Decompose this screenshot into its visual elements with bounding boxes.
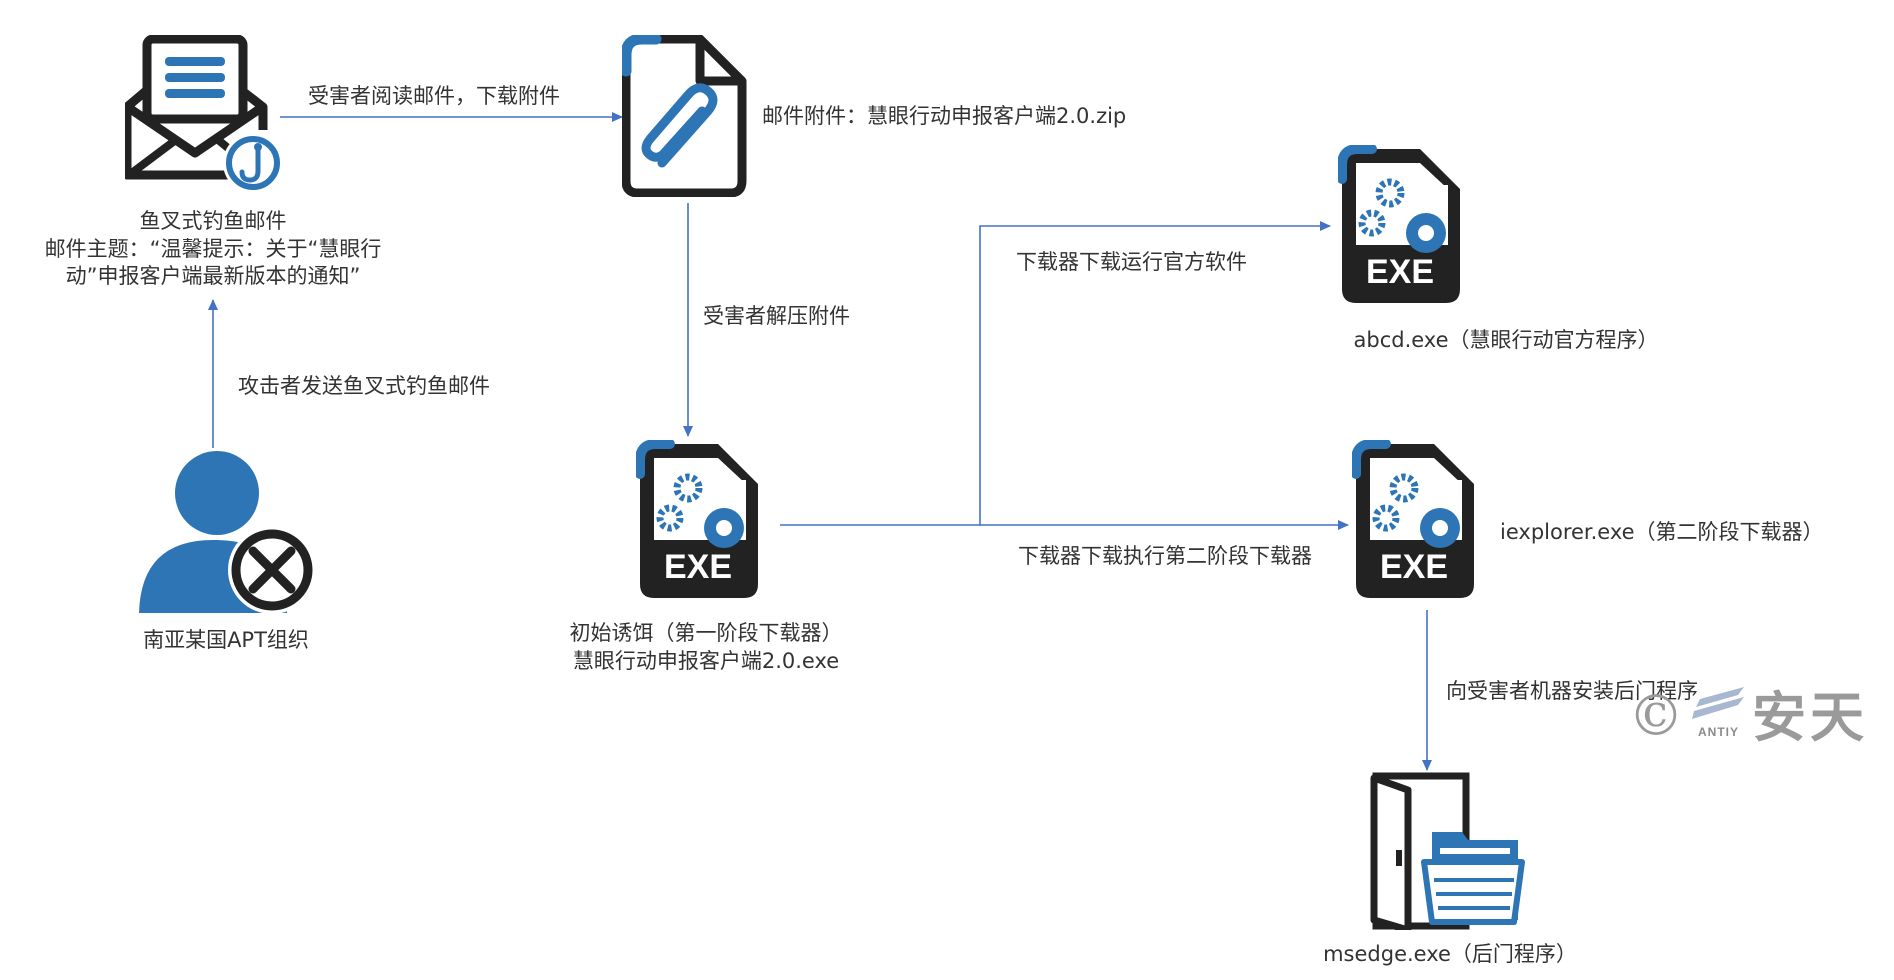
abcd-exe-icon: EXE (1338, 145, 1460, 303)
edge-label-send-phish: 攻击者发送鱼叉式钓鱼邮件 (238, 374, 490, 398)
phishing-email-icon (125, 35, 283, 193)
attacker-label: 南亚某国APT组织 (143, 628, 309, 652)
edge-label-install-backdoor: 向受害者机器安装后门程序 (1446, 679, 1698, 703)
backdoor-door-folder-icon (1370, 772, 1525, 930)
antiy-logo-icon (1692, 687, 1744, 719)
decoy-label-line-2: 慧眼行动申报客户端2.0.exe (572, 649, 840, 673)
attachment-label: 邮件附件：慧眼行动申报客户端2.0.zip (762, 104, 1127, 128)
email-title: 鱼叉式钓鱼邮件 (139, 209, 287, 233)
email-subject-line-1: 邮件主题：“温馨提示：关于“慧眼行 (44, 237, 382, 261)
decoy-exe-badge: EXE (664, 548, 732, 586)
antiy-sub: ANTIY (1698, 725, 1739, 739)
attachment-icon (622, 35, 747, 197)
arrow-decoy-to-abcd (780, 221, 1331, 526)
antiy-brand: 安天 (1752, 686, 1868, 749)
email-subject-line-2: 动”申报客户端最新版本的通知” (65, 264, 361, 288)
iexplorer-exe-badge: EXE (1380, 548, 1448, 586)
abcd-exe-badge: EXE (1366, 253, 1434, 291)
edge-label-read-download: 受害者阅读邮件，下载附件 (308, 84, 560, 108)
edge-label-run-stage2: 下载器下载执行第二阶段下载器 (1018, 544, 1312, 568)
decoy-label-line-1: 初始诱饵（第一阶段下载器） (569, 621, 843, 645)
iexplorer-exe-icon: EXE (1352, 440, 1474, 598)
msedge-label: msedge.exe（后门程序） (1323, 942, 1577, 966)
abcd-label: abcd.exe（慧眼行动官方程序） (1353, 328, 1659, 352)
iexplorer-label: iexplorer.exe（第二阶段下载器） (1500, 520, 1824, 544)
edge-label-unzip: 受害者解压附件 (703, 304, 850, 328)
edge-label-run-official: 下载器下载运行官方软件 (1016, 250, 1247, 274)
attacker-icon (139, 451, 316, 613)
copyright-symbol: © (1628, 684, 1684, 749)
antiy-watermark: © ANTIY 安天 (1628, 685, 1888, 755)
decoy-exe-icon: EXE (636, 440, 758, 598)
